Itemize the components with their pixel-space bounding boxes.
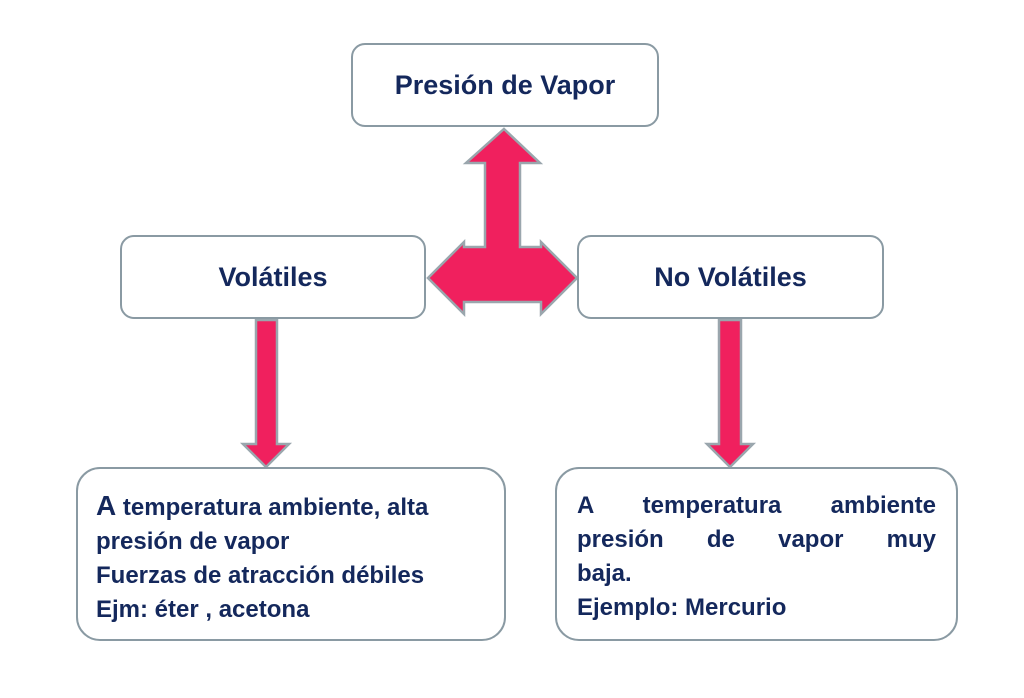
node-no-volatiles-label: No Volátiles <box>654 261 807 292</box>
volatiles-desc-line-2: presión de vapor <box>96 528 290 555</box>
volatiles-desc-initial: A <box>96 490 117 521</box>
node-presion-label: Presión de Vapor <box>394 69 616 100</box>
no-volatiles-description-box: A temperatura ambiente presión de vapor … <box>555 467 958 641</box>
volatiles-description-box: A temperatura ambiente, alta presión de … <box>76 467 506 641</box>
node-no-volatiles: No Volátiles <box>577 235 884 319</box>
volatiles-desc-line-1: A temperatura ambiente, alta <box>96 489 490 525</box>
no-volatiles-desc-line-1: A temperatura ambiente <box>577 492 936 519</box>
no-volatiles-desc-line-4: Ejemplo: Mercurio <box>577 594 787 621</box>
volatiles-desc-line-4: Ejm: éter , acetona <box>96 596 310 623</box>
volatiles-desc-line-3: Fuerzas de atracción débiles <box>96 562 425 589</box>
down-arrow-volatiles <box>239 318 293 469</box>
down-arrow-no-volatiles <box>703 318 757 469</box>
volatiles-desc-line-1-rest: temperatura ambiente, alta <box>116 494 429 521</box>
node-volatiles-label: Volátiles <box>218 261 328 292</box>
no-volatiles-desc-line-3: baja. <box>577 560 632 587</box>
node-volatiles: Volátiles <box>120 235 426 319</box>
three-way-arrow <box>426 127 579 318</box>
no-volatiles-desc-line-2: presión de vapor muy <box>577 526 936 553</box>
node-presion-de-vapor: Presión de Vapor <box>351 43 659 127</box>
